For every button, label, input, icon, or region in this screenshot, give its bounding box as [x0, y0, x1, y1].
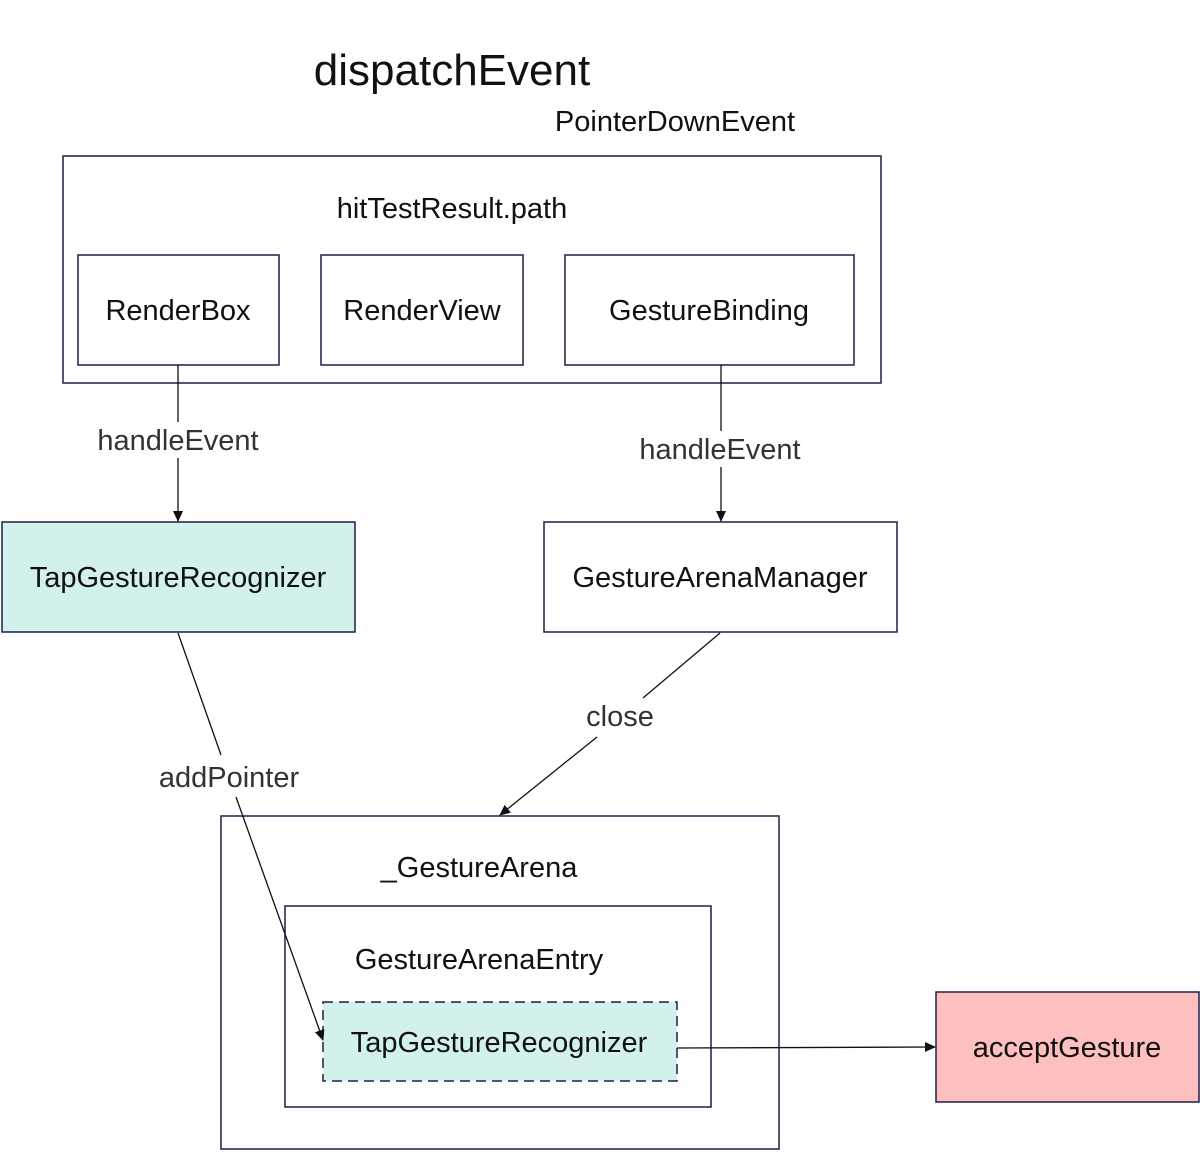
gesturebinding-label: GestureBinding	[609, 295, 809, 327]
hit-test-path-container	[62, 155, 882, 384]
close-edge-label: close	[586, 701, 654, 733]
gesture-arena-label: _GestureArena	[380, 852, 579, 884]
tap-gesture-recognizer-label: TapGestureRecognizer	[30, 562, 327, 594]
renderview-label: RenderView	[343, 295, 502, 327]
add-pointer-edge-label: addPointer	[159, 762, 300, 794]
tap-gesture-recognizer-node	[1, 521, 356, 633]
entry-to-accept-edge	[676, 1042, 936, 1053]
renderbox-label: RenderBox	[105, 295, 251, 327]
renderbox-node	[77, 254, 280, 366]
gesturebinding-node	[564, 254, 855, 366]
accept-gesture-label: acceptGesture	[973, 1032, 1162, 1064]
accept-gesture-node	[935, 991, 1200, 1103]
renderview-node	[320, 254, 524, 366]
binding-handle-event-label: handleEvent	[639, 434, 800, 466]
gesture-arena-manager-node	[543, 521, 898, 633]
manager-to-arena-edge-top	[642, 632, 721, 699]
gesture-arena-entry-label: GestureArenaEntry	[355, 944, 604, 976]
renderbox-handle-event-label: handleEvent	[97, 425, 258, 457]
event-label: PointerDownEvent	[555, 106, 795, 138]
diagram-title: dispatchEvent	[314, 46, 590, 95]
manager-to-arena-edge-bottom	[499, 736, 598, 816]
add-pointer-edge-bottom	[235, 796, 325, 1041]
gesture-arena-manager-label: GestureArenaManager	[573, 562, 868, 594]
hit-test-path-label: hitTestResult.path	[337, 193, 568, 225]
add-pointer-edge-top	[177, 632, 222, 756]
entry-tap-gesture-recognizer-label: TapGestureRecognizer	[351, 1027, 648, 1059]
entry-tap-gesture-recognizer-node	[322, 1001, 678, 1082]
